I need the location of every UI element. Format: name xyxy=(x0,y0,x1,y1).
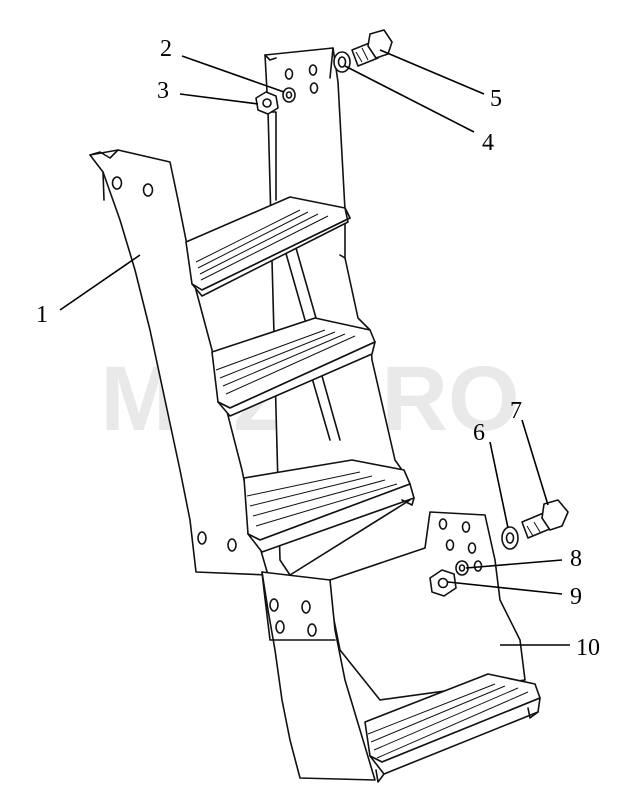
leader-9 xyxy=(447,581,563,595)
leader-4 xyxy=(344,65,475,133)
plate-hole xyxy=(269,598,279,612)
stringer-hole xyxy=(309,82,319,94)
inner-braces xyxy=(284,247,341,441)
callout-4: 4 xyxy=(482,130,494,156)
callout-10: 10 xyxy=(576,635,600,661)
leader-1 xyxy=(59,254,141,311)
callout-3: 3 xyxy=(157,78,169,104)
washer-4 xyxy=(333,51,351,73)
plate-hole xyxy=(307,623,317,637)
lower-plate xyxy=(261,571,376,781)
right-stringer xyxy=(264,47,411,576)
leader-7 xyxy=(521,419,549,506)
callout-2: 2 xyxy=(160,36,172,62)
leader-8 xyxy=(465,559,563,569)
stringer-hole xyxy=(111,176,123,190)
step-4 xyxy=(364,673,541,783)
plate-hole xyxy=(301,600,311,614)
callout-1: 1 xyxy=(36,302,48,328)
bracket-hole xyxy=(461,521,471,533)
step-3 xyxy=(243,459,415,553)
leader-lines xyxy=(59,49,570,646)
lower-extension xyxy=(329,511,526,701)
lock-washer-2 xyxy=(282,87,296,103)
step-2 xyxy=(211,317,376,417)
leader-3 xyxy=(179,93,259,105)
leader-2 xyxy=(181,55,285,93)
stringer-hole xyxy=(142,183,154,197)
callout-9: 9 xyxy=(570,584,582,610)
callout-8: 8 xyxy=(570,546,582,572)
stringer-hole xyxy=(308,64,318,76)
callout-5: 5 xyxy=(490,86,502,112)
leader-6 xyxy=(489,441,509,529)
plate-hole xyxy=(275,620,285,634)
leader-5 xyxy=(379,49,485,95)
stringer-hole xyxy=(197,531,207,545)
stringer-hole xyxy=(284,68,294,80)
bracket-hole xyxy=(438,518,448,530)
callout-6: 6 xyxy=(473,420,485,446)
nut-9 xyxy=(429,569,457,597)
bolt-5 xyxy=(351,29,393,67)
nut-3 xyxy=(255,91,279,115)
bolt-7 xyxy=(521,499,569,539)
bracket-hole xyxy=(467,542,477,554)
bracket-hole xyxy=(445,539,455,551)
washer-6 xyxy=(501,526,519,550)
stringer-hole xyxy=(227,538,237,552)
callout-labels: 1 2 3 4 5 6 7 8 9 10 xyxy=(36,36,600,661)
callout-7: 7 xyxy=(510,398,522,424)
step-1 xyxy=(185,196,351,297)
